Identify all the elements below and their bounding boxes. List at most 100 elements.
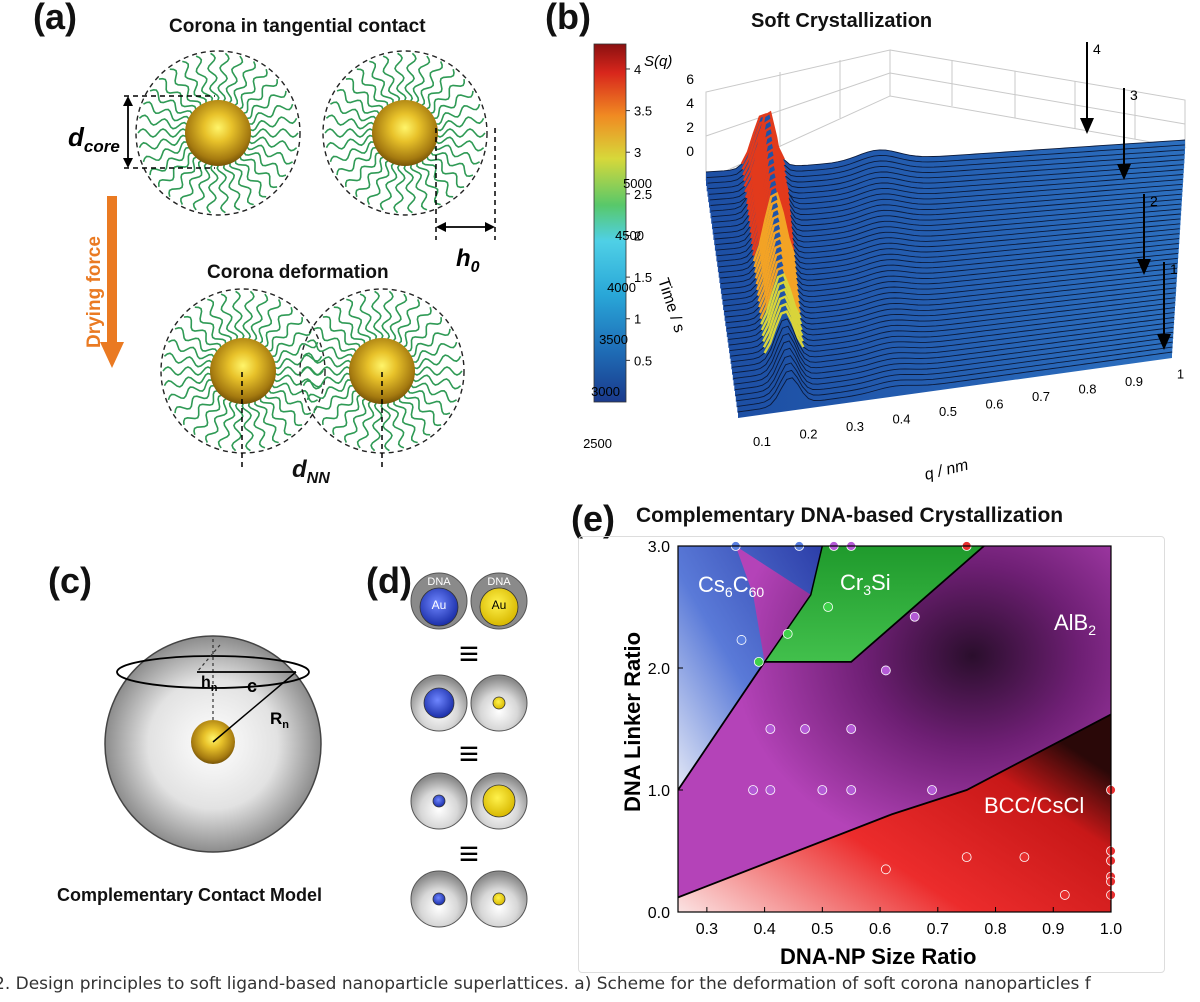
ridge-fill [725, 252, 1178, 327]
ridge-line [714, 141, 1182, 234]
sq-tick-label: 6 [686, 71, 694, 87]
panel-b-title: Soft Crystallization [751, 10, 933, 32]
ridge-line [723, 229, 1179, 301]
ligand [182, 389, 221, 425]
q-tick-label: 0.6 [985, 397, 1003, 412]
ligand [411, 354, 462, 370]
data-point [961, 852, 972, 863]
h0-label: h [456, 245, 471, 272]
ligand [421, 156, 454, 198]
ligand [180, 159, 205, 205]
hn-label: h [201, 674, 211, 691]
bcc-region [678, 714, 1111, 912]
ligand [271, 374, 323, 390]
peak-highlight [762, 295, 804, 343]
ridge-line [729, 296, 1176, 352]
time-tick-label: 4500 [615, 228, 644, 243]
ridge-line [718, 185, 1180, 268]
time-arrow-head [1117, 164, 1131, 180]
data-point [927, 785, 937, 795]
ridge-line [732, 317, 1175, 374]
ligand [225, 55, 244, 105]
ridge-line [730, 302, 1176, 357]
ridge-line [712, 126, 1183, 223]
ligand [433, 136, 485, 152]
peak-highlight [760, 280, 803, 331]
x-tick-label: 0.9 [1042, 921, 1064, 938]
data-point [846, 785, 857, 795]
dna-label-2: DNA [487, 576, 511, 588]
sq-axis-label: S(q) [644, 53, 672, 70]
data-point [800, 724, 810, 734]
ligand [356, 399, 375, 449]
ridge-line [727, 274, 1177, 335]
ligand [427, 79, 466, 115]
peak-highlight [758, 258, 801, 314]
ridge-line [720, 207, 1180, 285]
ligand [247, 399, 266, 449]
svg-text:h0: h0 [456, 245, 480, 276]
ligand [207, 298, 232, 345]
x-tick-label: 0.8 [984, 921, 1006, 938]
panel-a-title: Corona in tangential contact [169, 16, 426, 37]
ligand [432, 143, 480, 165]
panel-b-label: (b) [545, 0, 591, 37]
ligand [243, 90, 287, 120]
ligand [239, 153, 278, 189]
ligand [270, 381, 318, 403]
sq-tick-label: 4 [686, 95, 694, 111]
ligand [245, 103, 294, 125]
ligand [382, 55, 401, 105]
ligand [325, 114, 377, 130]
nanoparticle-core [419, 587, 459, 627]
ridge-fill [726, 267, 1177, 338]
ligand [386, 399, 405, 449]
ligand [430, 90, 474, 120]
ridge-line [717, 178, 1181, 262]
ligand [174, 326, 219, 356]
ridge-line [715, 156, 1182, 246]
ligand [381, 290, 394, 342]
phase-boundary [763, 546, 824, 663]
ligand [206, 162, 219, 214]
ridge-line [719, 192, 1180, 273]
q-tick-label: 0.3 [846, 419, 864, 434]
ridge-line [721, 215, 1179, 290]
ligand [247, 128, 299, 138]
ligand [231, 61, 256, 107]
ligand [403, 391, 442, 427]
ridge-fill [736, 342, 1173, 408]
ligand [268, 328, 312, 358]
ligand [167, 379, 216, 401]
ligand [264, 391, 303, 427]
ligand [241, 400, 254, 452]
gold-core [372, 100, 438, 166]
ligand [333, 306, 366, 348]
ridge-line [722, 222, 1179, 296]
x-tick-label: 0.5 [811, 921, 833, 938]
ridge-line [731, 307, 1175, 363]
ridge-line [708, 139, 1184, 195]
ligand [325, 134, 376, 150]
q-tick-label: 1 [1177, 367, 1184, 382]
equiv-3: ≡ [459, 835, 479, 873]
cs6c60-region [678, 546, 823, 790]
ligand [404, 52, 417, 104]
panel-a-diagram: Drying force dcore h0 [68, 50, 496, 470]
gold-core [349, 338, 415, 404]
x-tick-label: 1.0 [1100, 921, 1122, 938]
ligand [168, 156, 200, 197]
ligand [142, 141, 191, 163]
time-tick-label: 3000 [591, 384, 620, 399]
ligand [434, 128, 486, 138]
ligand [313, 326, 358, 356]
region-cr3si: Cr3Si [840, 570, 891, 598]
nanoparticle-core [432, 892, 446, 906]
ligand [409, 381, 457, 403]
time-tick-label: 4000 [607, 280, 636, 295]
peak-highlight [761, 287, 803, 337]
time-arrow-label: 1 [1170, 261, 1178, 277]
time-arrow-head [1157, 334, 1171, 350]
ligand [205, 397, 230, 443]
